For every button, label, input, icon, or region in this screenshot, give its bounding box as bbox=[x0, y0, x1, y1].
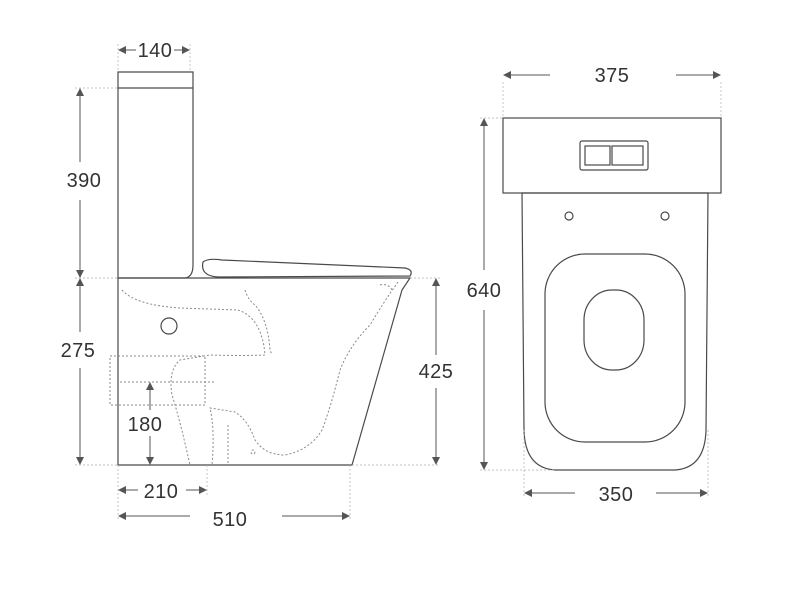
side-tank bbox=[117, 71, 194, 279]
side-bowl-interior-hidden bbox=[209, 281, 399, 466]
dim-label-425: 425 bbox=[419, 361, 454, 383]
flush-button-large bbox=[611, 145, 644, 166]
dimension-bowl-height: 275 bbox=[61, 278, 96, 465]
side-trapway-hidden-2 bbox=[244, 289, 273, 356]
side-trapway-hidden bbox=[121, 289, 266, 466]
side-water-inlet bbox=[160, 317, 178, 335]
dimension-outlet-distance: 210 bbox=[118, 481, 207, 503]
dimension-seat-height: 425 bbox=[419, 278, 454, 465]
dim-label-390: 390 bbox=[67, 170, 102, 192]
top-seat-outer bbox=[544, 253, 686, 443]
side-outlet-hidden bbox=[109, 355, 206, 406]
dim-label-210: 210 bbox=[144, 481, 179, 503]
dimension-tank-height: 390 bbox=[67, 88, 102, 278]
dim-label-510: 510 bbox=[213, 509, 248, 531]
dim-label-350: 350 bbox=[599, 484, 634, 506]
dim-label-640: 640 bbox=[467, 280, 502, 302]
dimension-outlet-height: 180 bbox=[128, 382, 163, 465]
dim-label-375: 375 bbox=[595, 65, 630, 87]
dim-label-180: 180 bbox=[128, 414, 163, 436]
side-extension-lines bbox=[75, 44, 440, 520]
flush-button-plate bbox=[579, 140, 649, 171]
dim-label-140: 140 bbox=[138, 40, 173, 62]
side-fix-point bbox=[250, 449, 256, 455]
seat-fixing-hole-left bbox=[564, 211, 574, 221]
top-view bbox=[502, 117, 722, 471]
side-bowl-body bbox=[117, 277, 412, 466]
dimension-tank-depth: 140 bbox=[118, 40, 190, 62]
side-seat-lid bbox=[201, 258, 412, 278]
top-bowl-body bbox=[521, 192, 709, 471]
dimension-bowl-width: 350 bbox=[524, 484, 708, 506]
side-view bbox=[109, 71, 412, 466]
seat-fixing-hole-right bbox=[660, 211, 670, 221]
dim-label-275: 275 bbox=[61, 340, 96, 362]
dimension-overall-depth: 510 bbox=[118, 509, 350, 531]
dimension-overall-height: 640 bbox=[467, 118, 502, 470]
top-seat-opening bbox=[583, 289, 645, 371]
flush-button-small bbox=[584, 145, 611, 166]
top-extension-lines bbox=[480, 82, 722, 498]
dimension-overall-width: 375 bbox=[503, 65, 721, 87]
side-seat-hinge-hidden bbox=[379, 284, 393, 291]
